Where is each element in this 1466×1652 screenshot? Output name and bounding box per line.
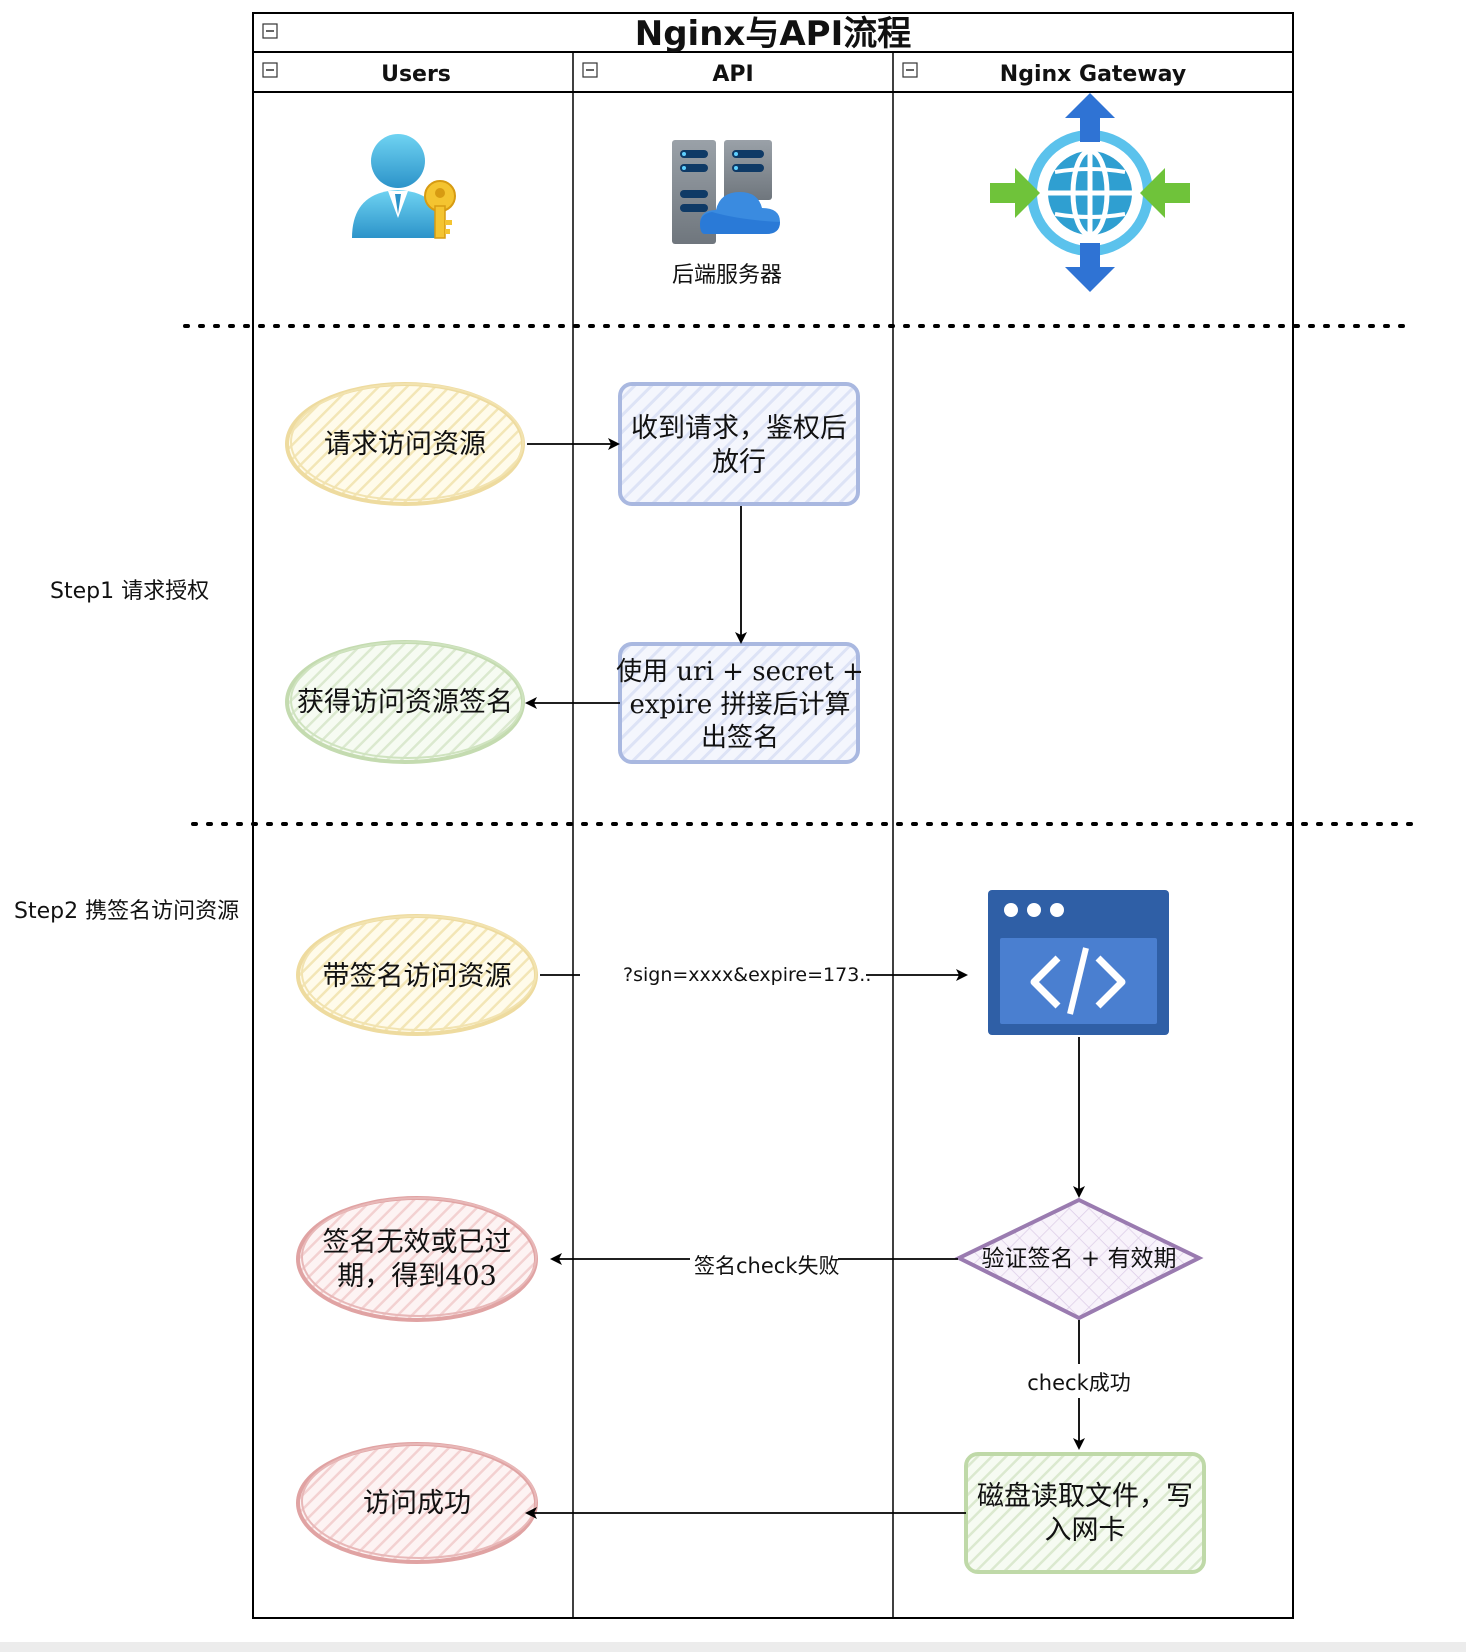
node-label: 带签名访问资源 [323,961,512,992]
server-label: 后端服务器 [672,263,782,288]
bottom-strip [0,1642,1466,1652]
user-key-icon [352,134,456,239]
node-access-success[interactable]: 访问成功 [296,1442,538,1564]
node-access-with-sign[interactable]: 带签名访问资源 [296,914,538,1036]
edge-label-check-fail: 签名check失败 [694,1254,839,1278]
collapse-icon[interactable] [262,23,278,39]
globe-arrows-icon [990,93,1190,292]
step1-label: Step1 请求授权 [50,579,209,604]
node-label: 磁盘读取文件，写 [977,1481,1193,1512]
collapse-icon[interactable] [902,62,918,78]
server-cloud-icon [672,140,780,244]
swimlane-pool [252,12,1294,1619]
code-window-icon [988,890,1169,1035]
node-label: expire 拼接后计算 [629,690,850,720]
node-label: 使用 uri + secret + [616,657,864,687]
node-receive-auth[interactable]: 收到请求，鉴权后 放行 [618,382,860,506]
node-label: 签名无效或已过 [323,1227,512,1258]
node-label: 收到请求，鉴权后 [631,413,847,444]
collapse-icon[interactable] [582,62,598,78]
node-label: 期，得到403 [337,1261,497,1292]
node-get-signature[interactable]: 获得访问资源签名 [285,640,525,764]
node-label: 访问成功 [363,1488,471,1519]
collapse-icon[interactable] [262,62,278,78]
node-label: 放行 [712,447,766,478]
node-label: 请求访问资源 [324,429,486,460]
diagram-title: Nginx与API流程 [635,14,911,54]
node-disk-read[interactable]: 磁盘读取文件，写 入网卡 [964,1452,1206,1574]
edge-label-query: ?sign=xxxx&expire=173.. [623,964,871,986]
lane-header-gateway: Nginx Gateway [1000,62,1186,87]
lane-header-users: Users [381,62,451,87]
node-compute-sign[interactable]: 使用 uri + secret + expire 拼接后计算 出签名 [616,642,864,764]
node-verify[interactable]: 验证签名 + 有效期 [954,1197,1204,1321]
node-label: 获得访问资源签名 [297,687,513,718]
node-label: 入网卡 [1045,1515,1126,1546]
node-label: 出签名 [701,723,779,753]
lane-header-api: API [712,62,753,87]
node-label: 验证签名 + 有效期 [982,1246,1177,1272]
node-sign-invalid[interactable]: 签名无效或已过 期，得到403 [296,1196,538,1322]
edge-label-check-ok: check成功 [1027,1371,1130,1395]
step2-label: Step2 携签名访问资源 [14,899,239,924]
node-request-access[interactable]: 请求访问资源 [285,382,525,506]
